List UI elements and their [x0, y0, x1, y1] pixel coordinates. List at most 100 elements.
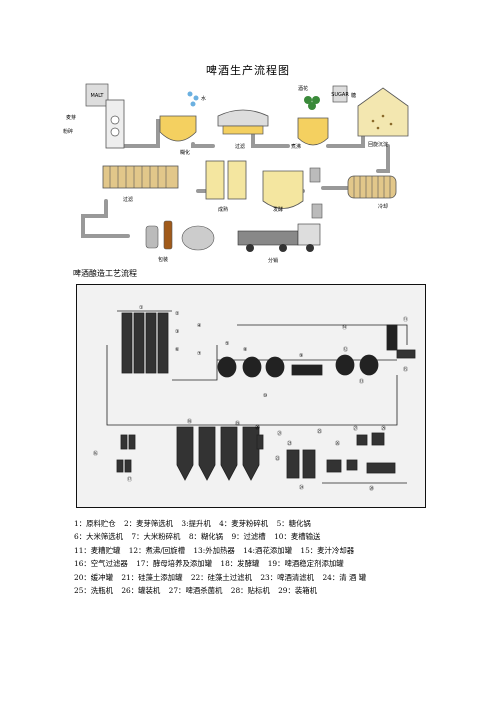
label-filter2: 过滤 — [123, 196, 133, 203]
marker-10: ⑩ — [263, 393, 268, 399]
legend-item: 11：麦糟贮罐 — [74, 545, 121, 555]
section-subtitle: 啤酒酿造工艺流程 — [73, 269, 137, 278]
marker-9: ⑨ — [299, 353, 303, 359]
label-ferment: 发酵 — [273, 206, 283, 213]
water-drops-icon — [187, 91, 199, 107]
marker-20: ⑳ — [255, 424, 260, 431]
marker-24: ㉔ — [299, 484, 304, 491]
label-pack: 包装 — [158, 256, 168, 263]
malt-sack-text: MALT — [91, 93, 105, 99]
kettle-icon — [297, 117, 329, 146]
maturation-tank-2-icon — [227, 160, 247, 200]
marker-1: ① — [139, 305, 144, 311]
legend-row: 25：洗瓶机 26：罐装机 27：啤酒杀菌机 28：贴标机 29：装箱机 — [74, 584, 430, 597]
legend-item: 24：清 酒 罐 — [322, 572, 367, 582]
process-schematic: ① ② ③ ④ ⑤ ⑥ ⑦ ⑧ ⑨ ⑩ ⑪ ⑫ ⑬ ⑭ ⑮ ⑯ ⑰ ⑱ ⑲ ⑳ … — [76, 284, 426, 508]
legend: 1：原料贮仓 2：麦芽筛选机 3:提升机 4：麦芽粉碎机 5：糖化锅 6：大米筛… — [74, 517, 430, 597]
legend-row: 16：空气过滤器 17：酵母培养及添加罐 18：发酵罐 19：啤酒稳定剂添加罐 — [74, 557, 430, 570]
label-cool: 冷却 — [378, 203, 388, 210]
page-title: 啤酒生产流程图 — [206, 64, 290, 77]
can-icon — [145, 225, 159, 249]
legend-item: 5：糖化锅 — [276, 519, 311, 528]
legend-item: 16：空气过滤器 — [74, 559, 128, 569]
legend-item: 29：装箱机 — [278, 586, 318, 596]
label-sugar: 糖 — [351, 92, 356, 99]
legend-item: 15：麦汁冷却器 — [300, 545, 355, 555]
legend-item: 1：原料贮仓 — [74, 519, 116, 528]
legend-item: 18：发酵罐 — [220, 559, 260, 569]
marker-3: ③ — [175, 329, 179, 335]
marker-5: ⑤ — [225, 341, 229, 347]
marker-6: ⑥ — [175, 347, 180, 353]
lauter-tun-icon — [217, 109, 269, 127]
filter-press-icon — [102, 165, 179, 189]
legend-item: 21：硅藻土添加罐 — [121, 572, 183, 582]
label-malt: 麦芽 — [66, 114, 76, 121]
maturation-tank-icon — [205, 160, 225, 200]
legend-item: 27：啤酒杀菌机 — [168, 586, 223, 596]
marker-17: ⑰ — [127, 476, 132, 483]
truck-icon — [237, 230, 299, 246]
legend-item: 26：罐装机 — [121, 586, 161, 596]
marker-8: ⑧ — [243, 347, 248, 353]
label-mature: 成熟 — [218, 206, 228, 213]
marker-16: ⑯ — [93, 450, 98, 457]
label-water: 水 — [201, 95, 206, 102]
legend-item: 25：洗瓶机 — [74, 586, 113, 596]
label-mash: 糊化 — [180, 149, 190, 156]
marker-15: ⑮ — [403, 366, 408, 373]
whirlpool-icon — [357, 87, 409, 137]
marker-13: ⑬ — [359, 378, 364, 385]
marker-19: ⑲ — [235, 420, 240, 427]
marker-4: ④ — [197, 323, 202, 329]
brewing-illustration: MALT 麦芽 粉碎 水 糊化 过滤 酒花 SUGAR 糖 煮沸 回旋沉淀 — [58, 76, 440, 266]
legend-item: 9：过滤槽 — [231, 532, 266, 542]
marker-23: ㉓ — [287, 440, 292, 447]
bottle-icon — [163, 220, 173, 250]
marker-22: ㉒ — [275, 455, 280, 462]
legend-item: 6：大米筛选机 — [74, 532, 124, 542]
marker-29: ㉙ — [381, 425, 386, 432]
label-distribute: 分销 — [268, 257, 278, 264]
marker-11: ⑪ — [403, 316, 408, 323]
marker-28: ㉘ — [369, 485, 374, 492]
legend-row: 11：麦糟贮罐 12：煮沸/回旋槽 13:外加热器 14:酒花添加罐 15：麦汁… — [74, 544, 430, 557]
malt-sack-icon — [85, 83, 109, 107]
legend-item: 13:外加热器 — [193, 545, 235, 555]
legend-item: 17：酵母培养及添加罐 — [136, 559, 213, 569]
legend-item: 22：硅藻土过滤机 — [190, 572, 252, 582]
legend-item: 10：麦槽输送 — [274, 532, 321, 542]
keg-icon — [181, 225, 215, 251]
legend-item: 4：麦芽粉碎机 — [219, 519, 269, 528]
legend-item: 2：麦芽筛选机 — [124, 519, 174, 528]
legend-item: 20：缓冲罐 — [74, 572, 113, 582]
marker-2: ② — [175, 311, 180, 317]
legend-row: 1：原料贮仓 2：麦芽筛选机 3:提升机 4：麦芽粉碎机 5：糖化锅 — [74, 517, 430, 530]
legend-item: 12：煮沸/回旋槽 — [128, 545, 185, 555]
marker-18: ⑱ — [187, 418, 192, 425]
legend-row: 20：缓冲罐 21：硅藻土添加罐 22：硅藻土过滤机 23：啤酒清滤机 24：清… — [74, 571, 430, 584]
marker-25: ㉕ — [317, 428, 322, 435]
legend-item: 14:酒花添加罐 — [243, 545, 293, 555]
mash-tun-icon — [159, 115, 197, 142]
label-hops: 酒花 — [298, 85, 308, 92]
marker-14: ⑭ — [342, 324, 347, 331]
sugar-sack-icon — [332, 85, 348, 103]
marker-12: ⑫ — [343, 346, 348, 353]
legend-item: 3:提升机 — [181, 519, 211, 528]
legend-item: 23：啤酒清滤机 — [260, 572, 315, 582]
marker-7: ⑦ — [197, 351, 202, 357]
label-boil: 煮沸 — [291, 143, 301, 150]
label-whirlpool: 回旋沉淀 — [368, 141, 388, 148]
legend-item: 19：啤酒稳定剂添加罐 — [267, 559, 344, 569]
label-crush: 粉碎 — [63, 128, 73, 135]
fermenter-icon — [262, 170, 304, 209]
marker-27: ㉗ — [353, 425, 358, 432]
hops-icon — [304, 96, 320, 110]
marker-21: ㉑ — [277, 430, 282, 437]
legend-item: 28：贴标机 — [230, 586, 270, 596]
legend-row: 6：大米筛选机 7：大米粉碎机 8：糊化锅 9：过滤槽 10：麦槽输送 — [74, 530, 430, 543]
sugar-sack-text: SUGAR — [331, 92, 349, 98]
label-filter: 过滤 — [235, 143, 245, 150]
legend-item: 7：大米粉碎机 — [131, 532, 181, 542]
